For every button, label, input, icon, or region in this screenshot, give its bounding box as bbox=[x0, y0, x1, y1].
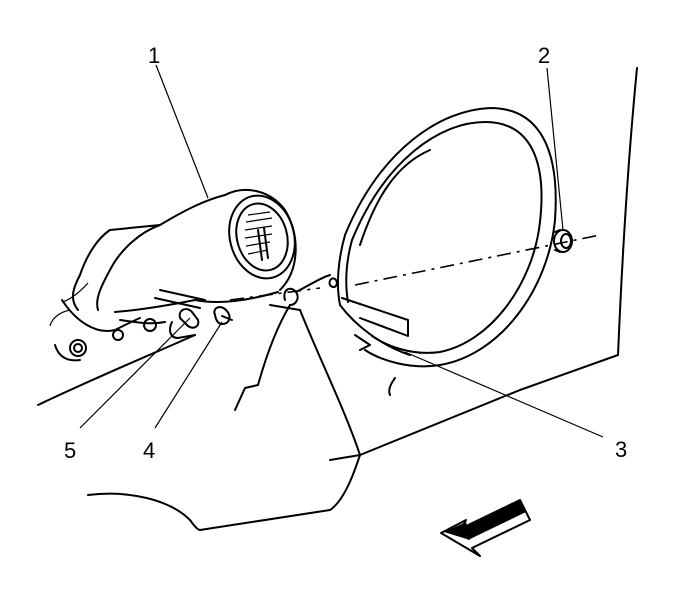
body-panel bbox=[37, 67, 638, 531]
callout-2: 2 bbox=[538, 43, 550, 68]
alignment-centerline-2 bbox=[229, 287, 321, 301]
hanger-bracket bbox=[234, 274, 331, 411]
hose-clamp-5 bbox=[169, 308, 200, 339]
filler-door-housing bbox=[328, 107, 557, 396]
filler-neck-pipe bbox=[49, 189, 297, 362]
leader-1 bbox=[155, 64, 209, 199]
hose-clamp-4 bbox=[213, 306, 233, 325]
callout-4: 4 bbox=[143, 438, 155, 463]
leader-lines bbox=[79, 64, 604, 438]
leader-5 bbox=[79, 317, 191, 429]
leader-2 bbox=[546, 67, 564, 231]
callout-5: 5 bbox=[64, 438, 76, 463]
fastener-nut bbox=[553, 229, 573, 253]
alignment-centerline bbox=[354, 234, 601, 286]
vent-hoses bbox=[69, 289, 206, 357]
callout-1: 1 bbox=[148, 43, 160, 68]
leader-3 bbox=[404, 351, 604, 438]
front-direction-arrow-icon bbox=[440, 499, 531, 557]
callout-3: 3 bbox=[615, 437, 627, 462]
leader-4 bbox=[154, 321, 223, 429]
